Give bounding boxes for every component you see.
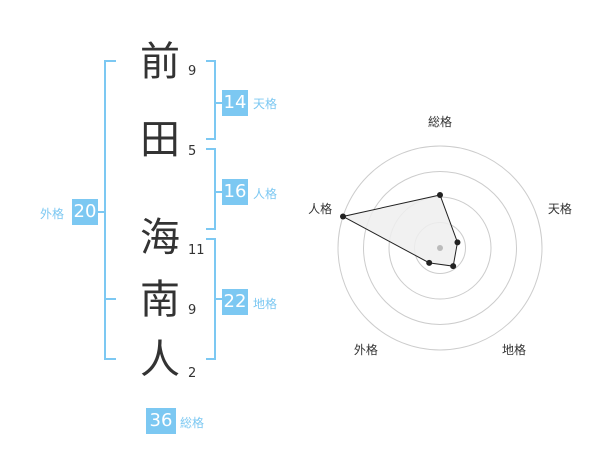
radar-point-1: [437, 191, 443, 198]
stroke-count-3: 11: [188, 243, 205, 258]
jinkaku-bracket-tick: [214, 191, 222, 193]
radar-axis-label-1: 総格: [428, 114, 452, 129]
chikaku-bracket-bottom: [206, 358, 216, 360]
radar-point-2: [454, 239, 461, 246]
stroke-count-1: 9: [188, 64, 197, 79]
tenkaku-bracket-bottom: [206, 138, 216, 140]
name-character-1: 前: [140, 39, 180, 85]
radar-grid-ring: [337, 145, 543, 351]
name-character-3: 海: [140, 215, 180, 261]
tenkaku-bracket-top: [206, 60, 216, 62]
tenkaku-bracket: [214, 60, 216, 140]
radar-point-4: [426, 259, 433, 266]
chikaku-badge: 22: [222, 289, 248, 315]
gaikaku-bracket-bottom: [104, 358, 116, 360]
radar-series-area: [341, 194, 458, 267]
tenkaku-label: 天格: [253, 97, 278, 111]
chikaku-bracket-top: [206, 238, 216, 240]
radar-axis-label-2: 天格: [548, 201, 572, 216]
jinkaku-bracket-top: [206, 148, 216, 150]
tenkaku-badge: 14: [222, 90, 248, 116]
gaikaku-label: 外格: [40, 207, 65, 221]
radar-axis-label-5: 人格: [308, 201, 332, 216]
name-character-4: 南: [140, 277, 180, 323]
jinkaku-bracket: [214, 148, 216, 230]
stroke-count-5: 2: [188, 366, 197, 381]
soukaku-badge: 36: [146, 408, 176, 434]
gaikaku-badge: 20: [72, 199, 98, 225]
jinkaku-badge: 16: [222, 179, 248, 205]
chikaku-bracket-tick: [214, 298, 222, 300]
name-character-2: 田: [140, 117, 180, 163]
radar-grid-ring: [363, 171, 517, 325]
jinkaku-label: 人格: [253, 187, 278, 201]
gaikaku-bracket-tick: [98, 211, 106, 213]
stroke-count-2: 5: [188, 144, 197, 159]
jinkaku-bracket-bottom: [206, 228, 216, 230]
gaikaku-bracket-middle: [104, 298, 116, 300]
radar-point-3: [450, 263, 457, 270]
stroke-count-4: 9: [188, 303, 197, 318]
radar-center-dot: [437, 245, 443, 251]
name-character-5: 人: [140, 337, 180, 383]
radar-axis-label-4: 外格: [354, 342, 378, 357]
gaikaku-bracket-top: [104, 60, 116, 62]
soukaku-label: 総格: [180, 416, 205, 430]
radar-point-5: [339, 213, 346, 220]
radar-axis-label-3: 地格: [502, 342, 526, 357]
gaikaku-bracket: [104, 60, 106, 360]
chikaku-label: 地格: [253, 297, 278, 311]
tenkaku-bracket-tick: [214, 102, 222, 104]
